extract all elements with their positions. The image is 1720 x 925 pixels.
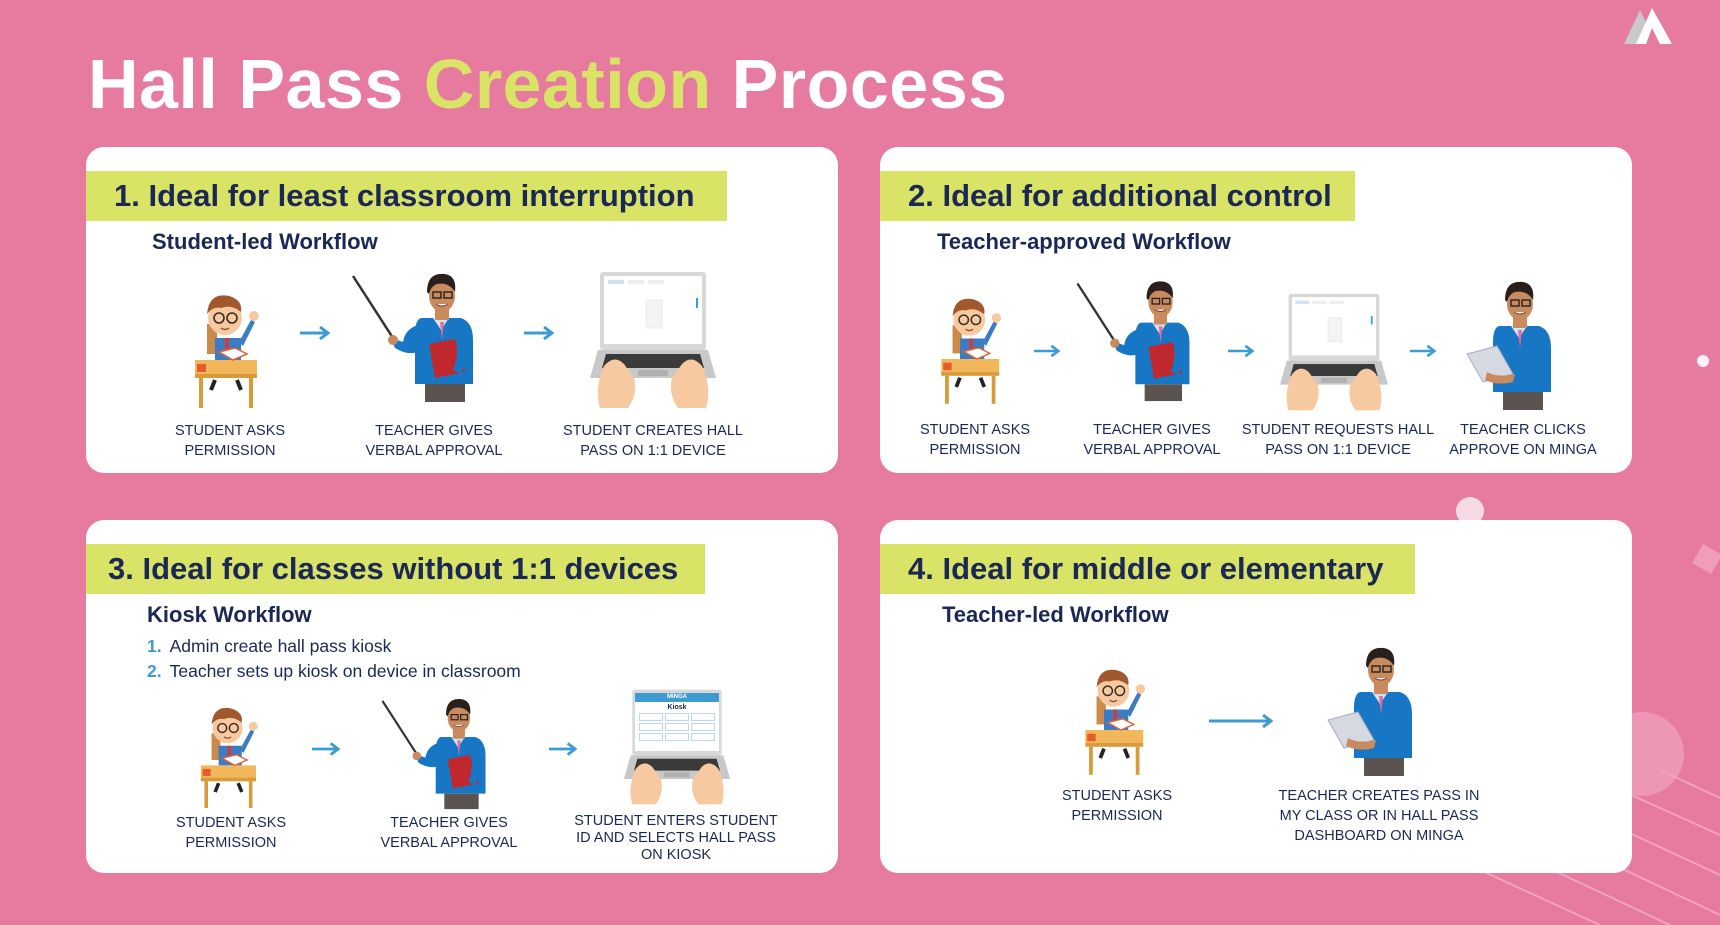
card1-heading: 1. Ideal for least classroom interruptio… bbox=[86, 171, 727, 221]
laptop-typing-icon bbox=[1278, 292, 1390, 412]
arrow-icon bbox=[1228, 344, 1254, 358]
card4-subtitle: Teacher-led Workflow bbox=[942, 602, 1169, 627]
step-label: STUDENT ASKS PERMISSION bbox=[919, 422, 1031, 458]
step-label: STUDENT REQUESTS HALL PASS ON 1:1 DEVICE bbox=[1241, 422, 1435, 458]
card1-subtitle: Student-led Workflow bbox=[152, 229, 378, 254]
card3-subtitle: Kiosk Workflow bbox=[147, 602, 312, 627]
arrow-icon bbox=[524, 326, 554, 340]
list-number: 1. bbox=[147, 636, 162, 656]
decor-dot bbox=[1697, 355, 1709, 367]
arrow-icon bbox=[312, 742, 340, 756]
step-label: TEACHER CLICKS APPROVE ON MINGA bbox=[1449, 422, 1597, 458]
page-title: Hall Pass Creation Process bbox=[88, 44, 1008, 124]
student-raising-hand-icon bbox=[192, 694, 272, 810]
arrow-icon bbox=[1034, 344, 1060, 358]
card3-heading: 3. Ideal for classes without 1:1 devices bbox=[86, 544, 705, 594]
arrow-icon bbox=[1410, 344, 1436, 358]
decor-diamond bbox=[1691, 543, 1720, 575]
teacher-tablet-icon bbox=[1322, 642, 1432, 777]
arrow-icon bbox=[549, 742, 577, 756]
step-label: STUDENT ENTERS STUDENT ID AND SELECTS HA… bbox=[574, 813, 778, 863]
student-raising-hand-icon bbox=[932, 284, 1016, 406]
student-raising-hand-icon bbox=[185, 280, 275, 410]
kiosk-screen: MINGA Kiosk bbox=[635, 693, 719, 751]
title-part2: Process bbox=[731, 45, 1008, 123]
step-label: TEACHER CREATES PASS IN MY CLASS OR IN H… bbox=[1278, 788, 1480, 844]
arrow-icon bbox=[1209, 714, 1273, 728]
card2-heading: 2. Ideal for additional control bbox=[880, 171, 1355, 221]
title-highlight: Creation bbox=[423, 45, 712, 123]
teacher-tablet-icon bbox=[1461, 276, 1571, 411]
teacher-pointer-icon bbox=[1070, 276, 1210, 402]
step-label: STUDENT ASKS PERMISSION bbox=[1061, 788, 1173, 824]
list-text: Teacher sets up kiosk on device in class… bbox=[169, 661, 521, 681]
minga-logo-icon bbox=[1624, 8, 1672, 44]
title-part1: Hall Pass bbox=[88, 45, 404, 123]
step-label: STUDENT CREATES HALL PASS ON 1:1 DEVICE bbox=[563, 423, 743, 459]
step-label: STUDENT ASKS PERMISSION bbox=[175, 815, 287, 851]
list-text: Admin create hall pass kiosk bbox=[169, 636, 392, 656]
kiosk-laptop-icon: MINGA Kiosk bbox=[621, 688, 733, 806]
kiosk-brand: MINGA bbox=[635, 693, 719, 702]
teacher-pointer-icon bbox=[375, 694, 505, 810]
kiosk-buttons bbox=[635, 711, 719, 743]
card2-subtitle: Teacher-approved Workflow bbox=[937, 229, 1231, 254]
step-label: TEACHER GIVES VERBAL APPROVAL bbox=[1083, 422, 1221, 458]
step-label: TEACHER GIVES VERBAL APPROVAL bbox=[380, 815, 518, 851]
card4-heading: 4. Ideal for middle or elementary bbox=[880, 544, 1415, 594]
step-label: STUDENT ASKS PERMISSION bbox=[174, 423, 286, 459]
student-raising-hand-icon bbox=[1076, 655, 1160, 777]
list-item: 1. Admin create hall pass kiosk bbox=[147, 636, 391, 657]
list-item: 2. Teacher sets up kiosk on device in cla… bbox=[147, 661, 521, 682]
list-number: 2. bbox=[147, 661, 162, 681]
arrow-icon bbox=[300, 326, 330, 340]
kiosk-title: Kiosk bbox=[667, 704, 687, 711]
laptop-typing-icon bbox=[588, 270, 718, 410]
step-label: TEACHER GIVES VERBAL APPROVAL bbox=[365, 423, 503, 459]
teacher-pointer-icon bbox=[345, 268, 495, 403]
